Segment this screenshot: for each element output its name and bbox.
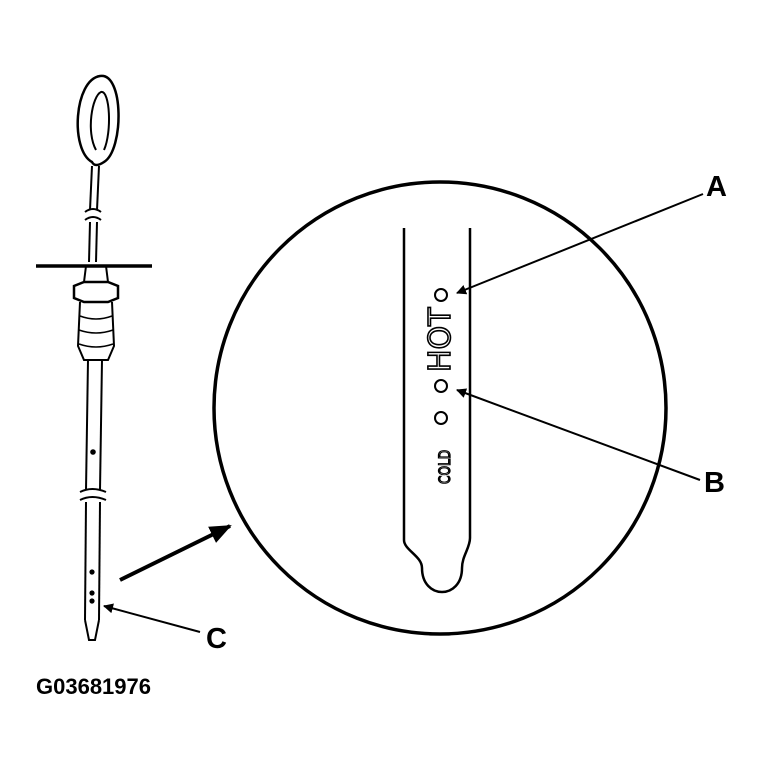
hot-marking: HOT: [423, 307, 458, 372]
magnified-view: HOT COLD: [212, 180, 668, 636]
magnify-circle: [212, 180, 668, 636]
magnified-dipstick-outline: [402, 228, 472, 594]
leader-b: [456, 388, 701, 481]
dipstick-handle-inner: [89, 91, 111, 151]
dipstick-shaft-left: [85, 359, 89, 491]
magnify-arrow: [119, 524, 232, 582]
dipstick-full-view: [36, 74, 152, 641]
level-dot-middle: [434, 379, 448, 393]
dipstick-tip: [84, 619, 100, 641]
callout-a: A: [706, 171, 727, 203]
dipstick-cap: [72, 280, 120, 304]
callout-leaders: [103, 193, 704, 633]
dipstick-seal: [76, 301, 116, 361]
leader-a: [456, 193, 704, 295]
figure-code: G03681976: [36, 674, 151, 699]
callout-c: C: [206, 623, 227, 655]
callout-b: B: [704, 467, 725, 499]
leader-c: [103, 603, 201, 633]
level-dot-lower: [434, 411, 448, 425]
dipstick-handle-loop: [76, 74, 120, 167]
cold-marking: COLD: [435, 450, 454, 484]
level-dot-upper: [434, 288, 448, 302]
dipstick-shaft-right: [99, 359, 103, 491]
